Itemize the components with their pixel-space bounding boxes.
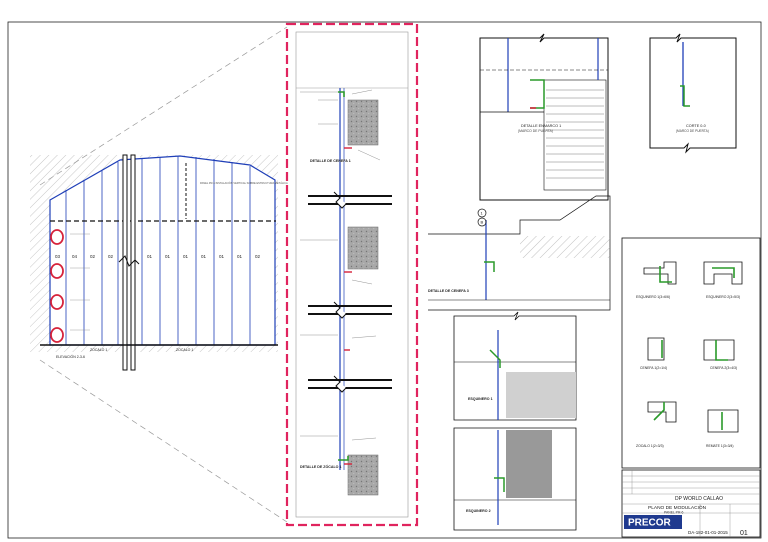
svg-text:03: 03 (55, 254, 61, 259)
panel-name: PANEL PR-6 (664, 511, 684, 515)
svg-text:01: 01 (201, 254, 207, 259)
cenefa-3-label: DETALLE DE CENEFA 3 (428, 289, 469, 293)
sheet-border (7, 21, 762, 539)
highlight-frame (285, 22, 419, 527)
cut-detail-title: CORTE 0-0 (686, 124, 706, 128)
svg-text:02: 02 (90, 254, 96, 259)
cenefa-label: DETALLE DE CENEFA 1 (310, 159, 351, 163)
legend-item-4: CENEFA 2(3=4/3) (710, 366, 737, 370)
elevation-note: PANEL PR-6 INSTALACIÓN VERTICAL SOBRE ES… (200, 180, 288, 185)
sheet-title: PLANO DE MODULACIÓN (648, 504, 707, 511)
elevation-view: 03 04 02 02 01 01 01 01 01 01 02 ZOCALO … (30, 154, 288, 371)
legend-item-1: ESQUINERO 1(3=6/6) (636, 295, 670, 299)
corner-1-label: ESQUINERO 1 (468, 397, 493, 401)
cut-detail-subtitle: (MARCO DE PUERTA) (676, 129, 709, 133)
drawing-code: DA-182-01-01-2015 (688, 530, 728, 535)
svg-text:01: 01 (147, 254, 153, 259)
project-name: DP WORLD CALLAO (675, 496, 723, 502)
svg-text:01: 01 (183, 254, 189, 259)
zocalo-right-label: ZOCALO 1 (176, 348, 193, 352)
panel-codes: 03 04 02 02 01 01 01 01 01 01 02 (55, 254, 261, 259)
svg-text:PRECOR: PRECOR (628, 518, 672, 529)
detail-callouts (50, 229, 64, 343)
svg-text:1: 1 (481, 211, 484, 216)
legend-item-3: CENEFA 1(2=1/4) (640, 366, 667, 370)
legend-item-5: ZOCALO 1(2=3/3) (636, 444, 664, 448)
cenefa-3-detail: 1 B DETALLE DE CENEFA 3 (428, 195, 611, 311)
frame-detail-title: DETALLE ENMARCO 1 (521, 124, 561, 128)
svg-text:01: 01 (237, 254, 243, 259)
svg-text:02: 02 (255, 254, 261, 259)
elevation-title: ELEVACIÓN 2-3-6 (56, 354, 85, 359)
sheet-number: 01 (740, 530, 748, 537)
section-detail: DETALLE DE CENEFA 1 DETALLE DE ZÓCALO 1 (285, 22, 419, 527)
legend-panel: ESQUINERO 1(3=6/6) ESQUINERO 2(3=5/3) CE… (621, 237, 761, 469)
cut-detail: CORTE 0-0 (MARCO DE PUERTA) (649, 33, 737, 154)
frame-detail-subtitle: (MARCO DE PUERTA) (518, 129, 553, 133)
corner-details: ESQUINERO 1 ESQUINERO 2 (453, 311, 577, 531)
legend-item-2: ESQUINERO 2(3=5/3) (706, 295, 740, 299)
svg-text:04: 04 (72, 254, 78, 259)
legend-item-6: REMATE 1(3=3/4) (706, 444, 734, 448)
svg-text:02: 02 (108, 254, 114, 259)
svg-text:01: 01 (165, 254, 171, 259)
precor-logo (624, 515, 682, 529)
title-block: DP WORLD CALLAO PLANO DE MODULACIÓN PANE… (621, 469, 761, 538)
corner-2-label: ESQUINERO 2 (466, 509, 491, 513)
frame-detail: DETALLE ENMARCO 1 (MARCO DE PUERTA) (479, 33, 609, 201)
zocalo-left-label: ZOCALO 1 (90, 348, 107, 352)
svg-text:B: B (481, 220, 484, 225)
svg-text:01: 01 (219, 254, 225, 259)
zocalo-label: DETALLE DE ZÓCALO 1 (300, 464, 341, 469)
